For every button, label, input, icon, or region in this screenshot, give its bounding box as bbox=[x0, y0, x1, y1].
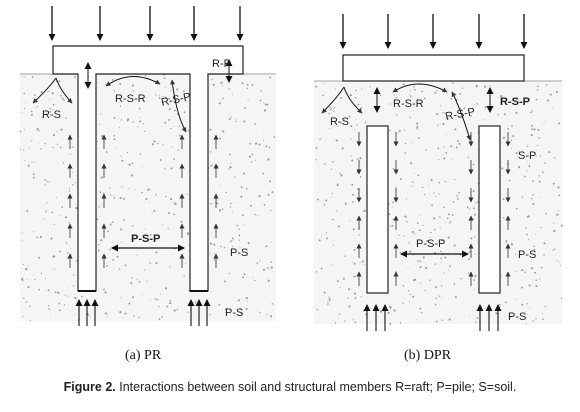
r-s-label-a: R-S bbox=[42, 109, 61, 121]
pile-left-b bbox=[366, 125, 389, 294]
r-s-r-arrow-b bbox=[392, 83, 448, 93]
r-s-r-arrow-a bbox=[105, 76, 161, 87]
load-arrows-a bbox=[48, 6, 244, 41]
load-arrows-b bbox=[339, 14, 528, 49]
tip-arrows-a bbox=[75, 299, 211, 326]
p-s-p-label-b: P-S-P bbox=[416, 238, 445, 250]
p-s-tip-label-b: P-S bbox=[508, 311, 526, 323]
r-s-r-label-b: R-S-R bbox=[393, 98, 424, 110]
p-s-tip-label-a: P-S bbox=[225, 307, 243, 319]
caption-text: Interactions between soil and structural… bbox=[115, 380, 517, 394]
r-p-label-a: R-P bbox=[212, 58, 231, 70]
r-s-arrows-a bbox=[33, 77, 72, 103]
panel-b: R-S R-S-R R-S-P R-S-P S-P P-S-P P-S P-S … bbox=[314, 14, 563, 363]
p-s-p-label-a: P-S-P bbox=[131, 233, 160, 245]
panel-a: R-P R-S R-S-R R-S-P P-S-P P-S P-S (a) PR bbox=[19, 6, 276, 363]
r-s-label-b: R-S bbox=[330, 116, 349, 128]
r-s-r-label-a: R-S-R bbox=[115, 93, 146, 105]
soil-body-b bbox=[314, 80, 563, 325]
s-p-label-b: S-P bbox=[518, 150, 536, 162]
tip-arrows-b bbox=[363, 304, 502, 331]
r-s-p-arrow-a bbox=[170, 79, 187, 133]
p-s-side-label-b: P-S bbox=[518, 249, 536, 261]
subtitle-a: (a) PR bbox=[125, 348, 162, 363]
r-s-p-arrow-b bbox=[451, 91, 472, 141]
caption-label: Figure 2. bbox=[63, 380, 116, 394]
figure-caption: Figure 2. Interactions between soil and … bbox=[0, 380, 580, 394]
subtitle-b: (b) DPR bbox=[404, 348, 452, 363]
r-s-p-right-label-b: R-S-P bbox=[500, 96, 530, 108]
shaft-friction-arrows-a bbox=[67, 134, 219, 268]
pile-right-b bbox=[478, 125, 501, 294]
r-s-p-label-b: R-S-P bbox=[444, 106, 476, 123]
p-s-side-label-a: P-S bbox=[230, 247, 248, 259]
shaft-friction-arrows-b bbox=[356, 132, 511, 286]
raft-b bbox=[342, 54, 525, 82]
r-s-arrows-b bbox=[322, 86, 362, 113]
